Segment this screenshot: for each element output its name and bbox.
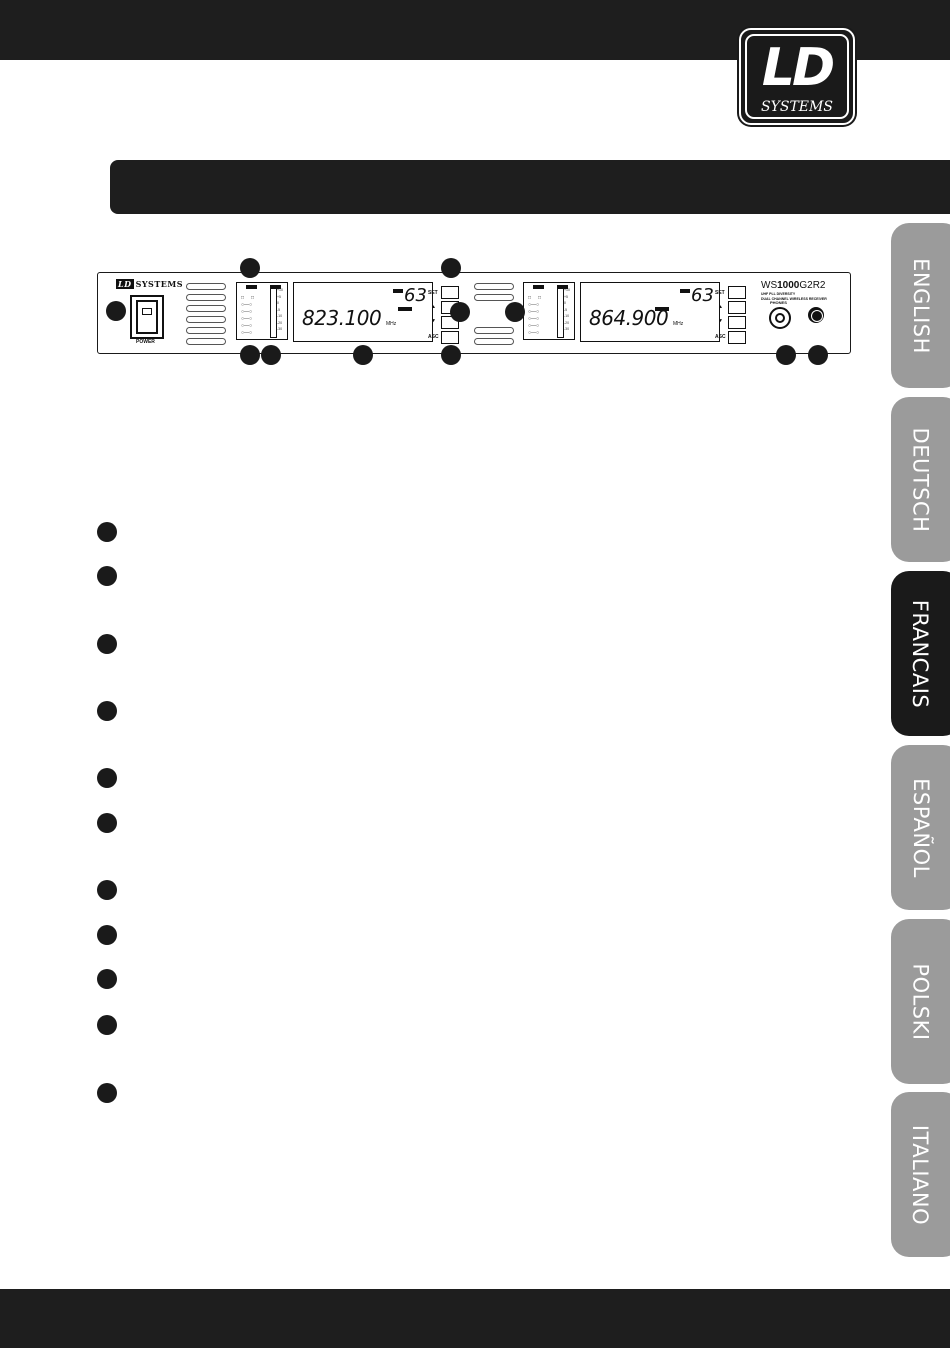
vent-slot bbox=[186, 338, 226, 345]
channel-number-b: 63 bbox=[691, 285, 714, 306]
list-bullet bbox=[97, 880, 117, 900]
logo-systems-text: SYSTEMS bbox=[761, 99, 833, 115]
down-label-b: ▼ bbox=[718, 318, 723, 324]
section-title-bar bbox=[110, 160, 950, 214]
list-bullet bbox=[97, 925, 117, 945]
callout-marker bbox=[353, 345, 373, 365]
volume-knob bbox=[808, 307, 824, 323]
callout-marker bbox=[505, 302, 525, 322]
frequency-a: 823.100 bbox=[302, 306, 382, 330]
callout-marker bbox=[240, 345, 260, 365]
ld-systems-logo: LD SYSTEMS bbox=[739, 28, 855, 125]
vent-slot bbox=[186, 283, 226, 290]
down-button-b bbox=[728, 316, 746, 329]
lcd-display-a: 63 823.100 MHz bbox=[293, 282, 433, 342]
vent-slot bbox=[186, 316, 226, 323]
vent-slot bbox=[186, 327, 226, 334]
frequency-b: 864.900 bbox=[589, 306, 669, 330]
vent-slot bbox=[474, 327, 514, 334]
logo-ld-text: LD bbox=[761, 38, 835, 98]
tab-italiano[interactable]: ITALIANO bbox=[891, 1092, 950, 1257]
callout-marker bbox=[106, 301, 126, 321]
model-subtitle-2: DUAL CHANNEL WIRELESS RECEIVER bbox=[761, 297, 827, 301]
power-switch bbox=[130, 295, 164, 339]
vent-slot bbox=[186, 305, 226, 312]
model-name: WS1000G2R2 bbox=[761, 280, 826, 291]
callout-marker bbox=[441, 345, 461, 365]
set-label-a: SET bbox=[428, 290, 438, 296]
callout-marker bbox=[776, 345, 796, 365]
asc-button-b bbox=[728, 331, 746, 344]
list-bullet bbox=[97, 522, 117, 542]
tab-deutsch[interactable]: DEUTSCH bbox=[891, 397, 950, 562]
list-bullet bbox=[97, 813, 117, 833]
vent-slot bbox=[186, 294, 226, 301]
vent-slot bbox=[474, 294, 514, 301]
list-bullet bbox=[97, 969, 117, 989]
up-label-a: ▲ bbox=[431, 304, 436, 310]
up-button-b bbox=[728, 301, 746, 314]
channel-number-a: 63 bbox=[404, 285, 427, 306]
vent-slot bbox=[474, 338, 514, 345]
tab-polski[interactable]: POLSKI bbox=[891, 919, 950, 1084]
mhz-unit-a: MHz bbox=[386, 321, 397, 327]
callout-marker bbox=[808, 345, 828, 365]
set-button-b bbox=[728, 286, 746, 299]
bottom-bar bbox=[0, 1289, 950, 1348]
asc-label-a: ASC bbox=[428, 334, 439, 340]
vent-slot bbox=[474, 283, 514, 290]
list-bullet bbox=[97, 1015, 117, 1035]
phones-label: PHONES bbox=[770, 300, 787, 305]
tab-francais[interactable]: FRANCAIS bbox=[891, 571, 950, 736]
up-label-b: ▲ bbox=[718, 304, 723, 310]
power-label: POWER bbox=[136, 339, 155, 345]
lcd-display-b: 63 864.900 MHz bbox=[580, 282, 720, 342]
tab-espanol[interactable]: ESPAÑOL bbox=[891, 745, 950, 910]
set-button-a bbox=[441, 286, 459, 299]
list-bullet bbox=[97, 634, 117, 654]
asc-button-a bbox=[441, 331, 459, 344]
set-label-b: SET bbox=[715, 290, 725, 296]
list-bullet bbox=[97, 768, 117, 788]
callout-marker bbox=[240, 258, 260, 278]
asc-label-b: ASC bbox=[715, 334, 726, 340]
model-subtitle-1: UHF PLL DIVERSITY bbox=[761, 292, 796, 296]
callout-marker bbox=[450, 302, 470, 322]
tab-english[interactable]: ENGLISH bbox=[891, 223, 950, 388]
down-label-a: ▼ bbox=[431, 318, 436, 324]
list-bullet bbox=[97, 701, 117, 721]
mhz-unit-b: MHz bbox=[673, 321, 684, 327]
headphone-jack bbox=[769, 307, 791, 329]
callout-marker bbox=[261, 345, 281, 365]
list-bullet bbox=[97, 566, 117, 586]
callout-marker bbox=[441, 258, 461, 278]
list-bullet bbox=[97, 1083, 117, 1103]
